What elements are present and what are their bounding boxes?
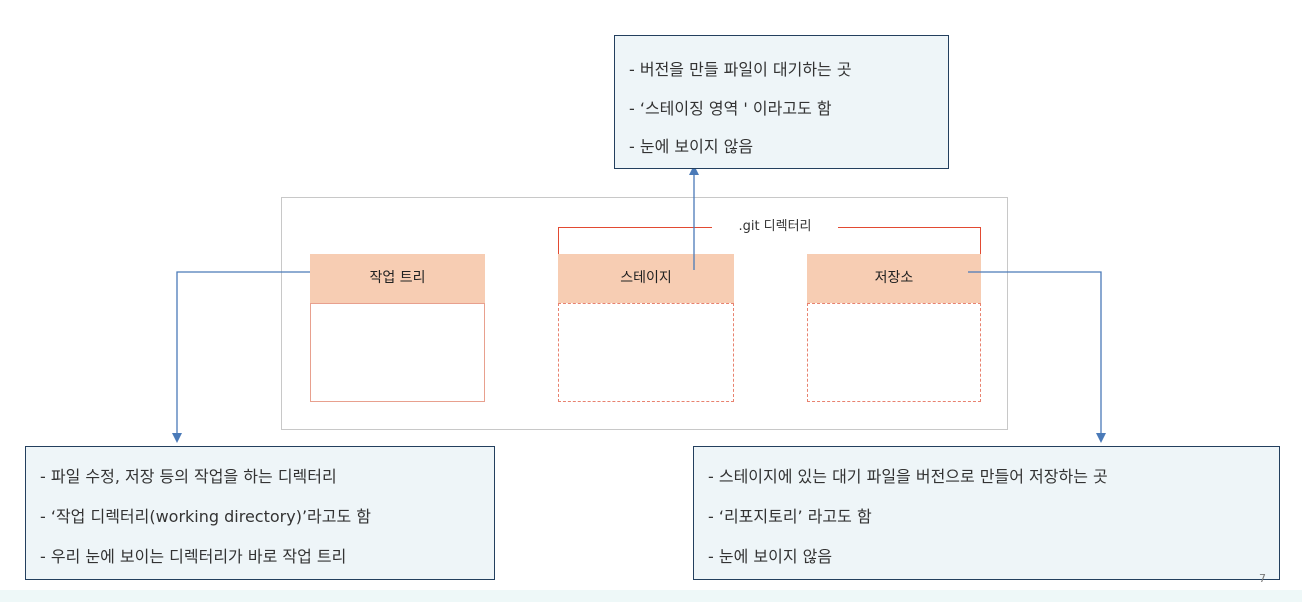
working-tree-callout-line: - 파일 수정, 저장 등의 작업을 하는 디렉터리 (40, 467, 337, 486)
working-tree-body (310, 303, 485, 402)
repository-header: 저장소 (807, 254, 981, 303)
working-tree-arrow (172, 271, 310, 443)
repository-arrow (968, 271, 1106, 443)
stage-box: 스테이지 (558, 254, 734, 402)
stage-callout: - 버전을 만들 파일이 대기하는 곳 - ‘스테이징 영역 ' 이라고도 함 … (614, 35, 949, 169)
repository-box: 저장소 (807, 254, 981, 402)
repository-callout-line: - 스테이지에 있는 대기 파일을 버전으로 만들어 저장하는 곳 (708, 467, 1108, 486)
repository-callout-line: - 눈에 보이지 않음 (708, 547, 833, 566)
working-tree-callout: - 파일 수정, 저장 등의 작업을 하는 디렉터리 - ‘작업 디렉터리(wo… (25, 446, 495, 580)
stage-callout-line: - 눈에 보이지 않음 (629, 137, 754, 156)
stage-header: 스테이지 (558, 254, 734, 303)
working-tree-callout-line: - ‘작업 디렉터리(working directory)’라고도 함 (40, 507, 372, 526)
page-number: 7 (1259, 572, 1266, 585)
stage-body (558, 303, 734, 402)
repository-callout-line: - ‘리포지토리’ 라고도 함 (708, 507, 872, 526)
bottom-strip (0, 590, 1302, 602)
working-tree-box: 작업 트리 (310, 254, 485, 402)
git-directory-label: .git 디렉터리 (712, 216, 838, 238)
repository-body (807, 303, 981, 402)
stage-callout-line: - 버전을 만들 파일이 대기하는 곳 (629, 60, 852, 79)
working-tree-header: 작업 트리 (310, 254, 485, 303)
working-tree-callout-line: - 우리 눈에 보이는 디렉터리가 바로 작업 트리 (40, 547, 347, 566)
stage-callout-line: - ‘스테이징 영역 ' 이라고도 함 (629, 99, 832, 118)
repository-callout: - 스테이지에 있는 대기 파일을 버전으로 만들어 저장하는 곳 - ‘리포지… (693, 446, 1280, 580)
